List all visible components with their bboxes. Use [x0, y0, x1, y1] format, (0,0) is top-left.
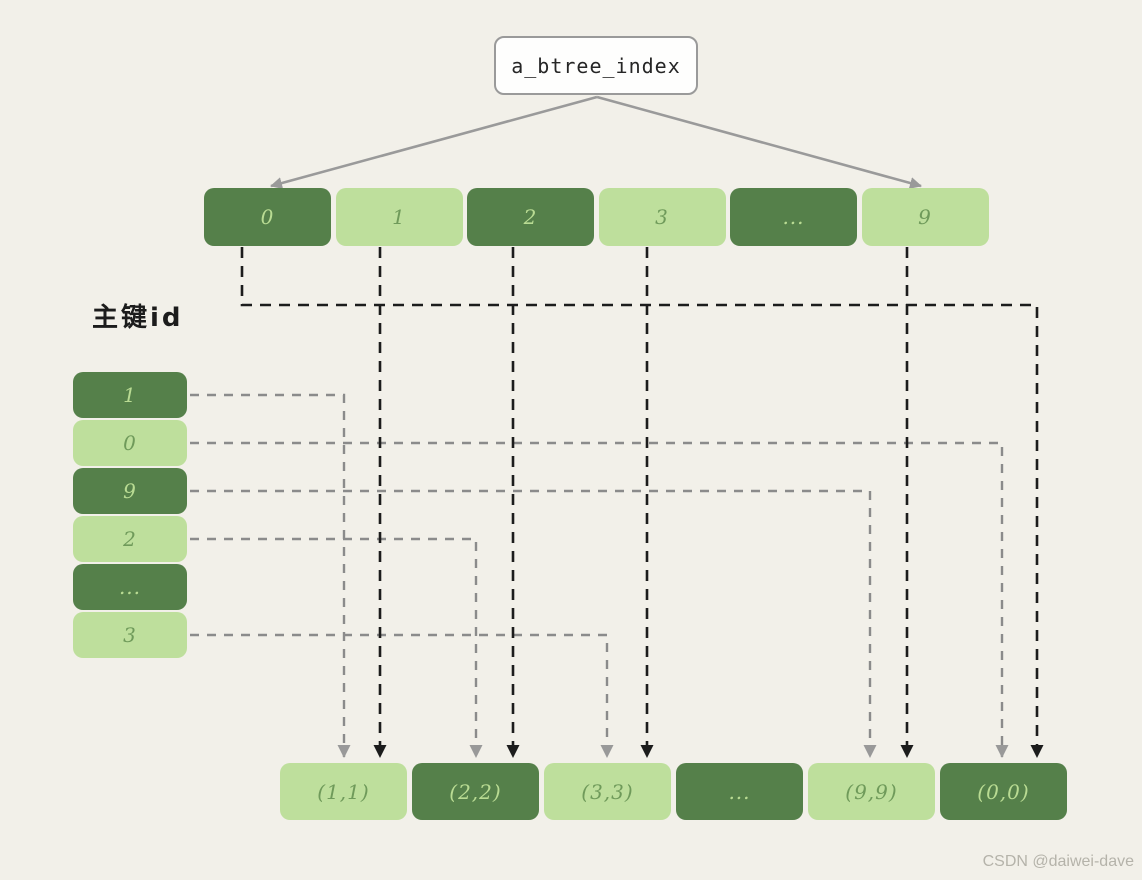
pk-link-pk-3-to-record-(3,3) — [190, 633, 614, 758]
primary-key-9: 9 — [73, 468, 187, 514]
primary-key-label: 1 — [123, 383, 137, 407]
tree-arrow-a_btree_index-to-leaf-0 — [270, 95, 598, 189]
primary-key-label: 9 — [123, 479, 137, 503]
data-record-label: (3,3) — [581, 779, 634, 804]
primary-key-label: 2 — [123, 527, 137, 551]
data-record-(9,9): (9,9) — [808, 763, 935, 820]
index-name-node: a_btree_index — [494, 36, 698, 95]
data-record-label: ... — [728, 779, 751, 804]
data-record-label: (1,1) — [317, 779, 370, 804]
index-leaf-label: 2 — [523, 205, 538, 229]
primary-key-1: 1 — [73, 372, 187, 418]
index-name-label: a_btree_index — [511, 53, 681, 78]
primary-key-0: 0 — [73, 420, 187, 466]
tree-arrow-a_btree_index-to-leaf-9 — [596, 95, 922, 189]
index-leaf-label: 0 — [260, 205, 275, 229]
primary-key-label: ... — [118, 575, 142, 599]
data-record-(0,0): (0,0) — [940, 763, 1067, 820]
data-record-(3,3): (3,3) — [544, 763, 671, 820]
primary-key-3: 3 — [73, 612, 187, 658]
pk-link-pk-9-to-record-(9,9) — [190, 489, 877, 758]
data-record-label: (2,2) — [449, 779, 502, 804]
index-leaf-3: 3 — [598, 188, 726, 246]
primary-key-...: ... — [73, 564, 187, 610]
primary-key-label: 主键id — [92, 303, 184, 333]
index-leaf-2: 2 — [467, 188, 594, 246]
watermark: CSDN @daiwei-dave — [982, 853, 1134, 870]
index-leaf-0: 0 — [204, 188, 331, 246]
index-leaf-9: 9 — [861, 188, 989, 246]
index-link-leaf-0-to-record-(0,0) — [240, 247, 1044, 758]
data-record-(1,1): (1,1) — [280, 763, 407, 820]
index-leaf-label: 3 — [655, 205, 669, 229]
data-record-...: ... — [676, 763, 803, 820]
index-leaf-label: 9 — [918, 205, 932, 229]
primary-key-label: 3 — [123, 623, 137, 647]
pk-link-pk-1-to-record-(1,1) — [190, 393, 351, 758]
data-record-(2,2): (2,2) — [412, 763, 539, 820]
data-record-label: (9,9) — [845, 779, 898, 804]
pk-link-pk-2-to-record-(2,2) — [190, 537, 483, 758]
index-leaf-label: 1 — [392, 205, 406, 229]
pk-link-pk-0-to-record-(0,0) — [190, 441, 1009, 758]
data-record-label: (0,0) — [977, 779, 1030, 804]
primary-key-label: 0 — [123, 431, 137, 455]
index-leaf-label: ... — [782, 205, 805, 229]
primary-key-2: 2 — [73, 516, 187, 562]
index-leaf-1: 1 — [335, 188, 463, 246]
index-leaf-...: ... — [730, 188, 857, 246]
